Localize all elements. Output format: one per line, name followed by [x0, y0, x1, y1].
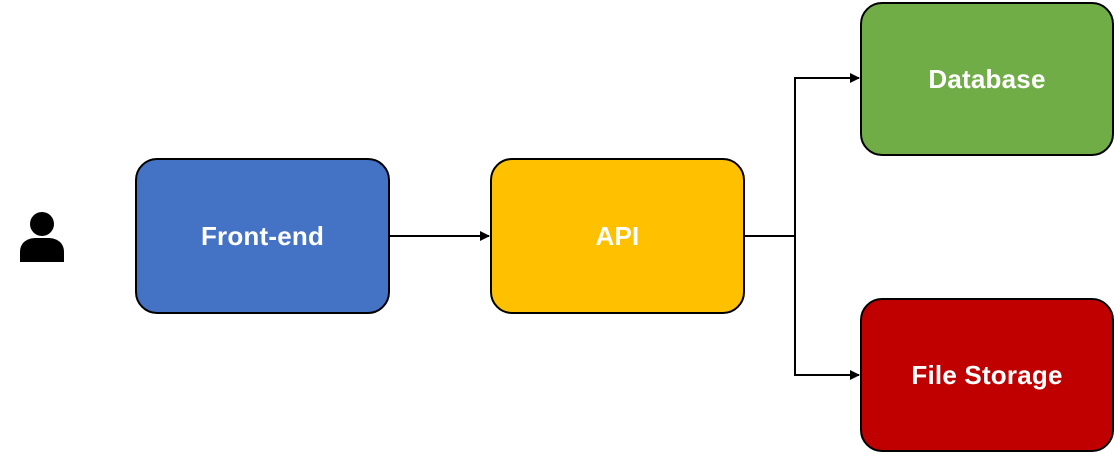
database-node-label: Database [928, 63, 1046, 94]
frontend-node-label: Front-end [200, 220, 325, 251]
database-node[interactable]: Database [860, 2, 1114, 156]
file-storage-node[interactable]: File Storage [860, 298, 1114, 452]
frontend-node[interactable]: Front-end [135, 158, 390, 314]
edge-api-to-database [745, 73, 860, 237]
api-node-label: API [595, 220, 640, 251]
api-node[interactable]: API [490, 158, 745, 314]
user-icon [18, 210, 66, 262]
edge-api-to-file-storage [794, 236, 860, 380]
file-storage-node-label: File Storage [911, 359, 1063, 390]
